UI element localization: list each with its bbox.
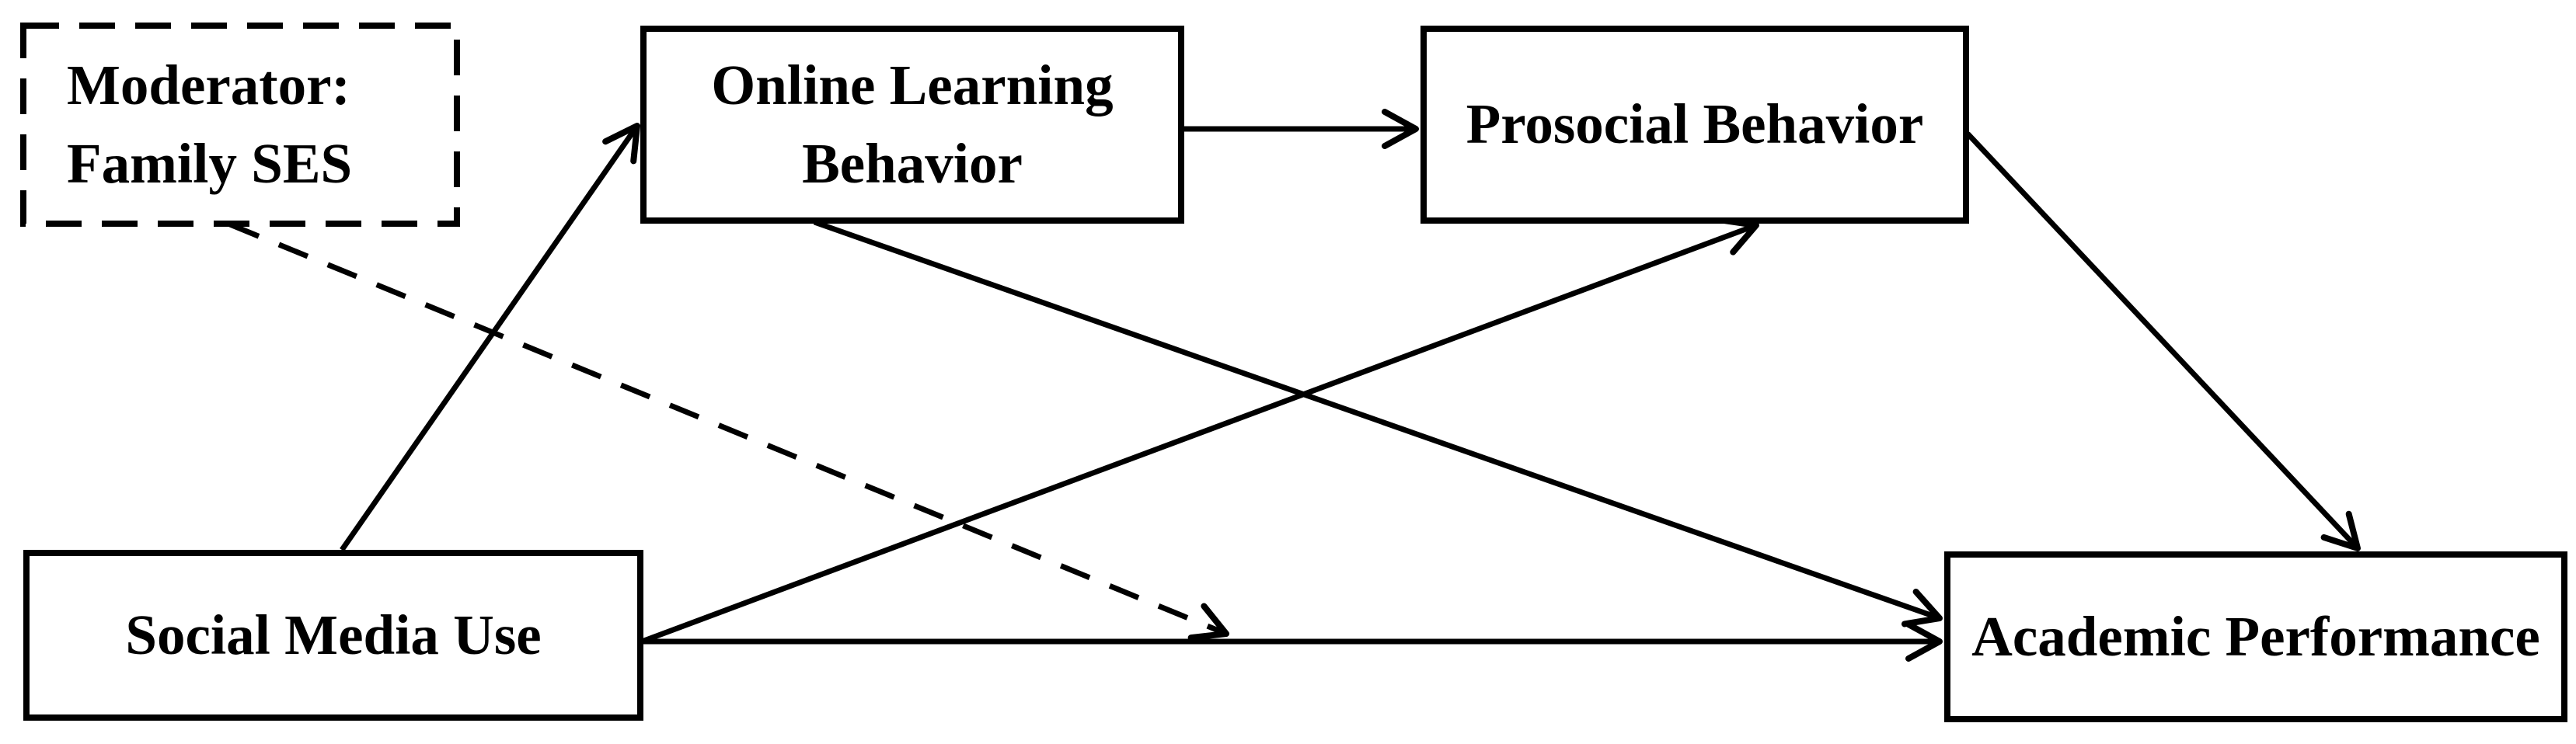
academic-performance-node: Academic Performance: [1944, 551, 2567, 722]
edge-moderator-to-social-media-academic-path: [228, 221, 1229, 641]
prosocial-behavior-node: Prosocial Behavior: [1420, 26, 1969, 224]
online-learning-behavior-node: Online Learning Behavior: [640, 26, 1184, 224]
moderator-node: Moderator: Family SES: [23, 26, 457, 224]
edge-prosocial-to-academic: [1965, 131, 2361, 551]
moderator-label-line2: Family SES: [67, 131, 353, 195]
moderator-box-dashed-border: [20, 23, 460, 227]
academic-performance-label: Academic Performance: [1971, 604, 2540, 668]
moderator-label-line1: Moderator:: [67, 53, 350, 116]
social-media-use-node: Social Media Use: [23, 550, 643, 721]
online-learning-label-line1: Online Learning: [711, 53, 1114, 116]
online-learning-label-line2: Behavior: [802, 131, 1023, 195]
prosocial-behavior-label: Prosocial Behavior: [1466, 92, 1924, 156]
edge-social-media-to-prosocial: [640, 217, 1759, 645]
social-media-use-label: Social Media Use: [125, 603, 542, 666]
edge-social-media-to-online-learning: [340, 123, 640, 551]
edge-online-learning-to-academic: [813, 219, 1943, 628]
